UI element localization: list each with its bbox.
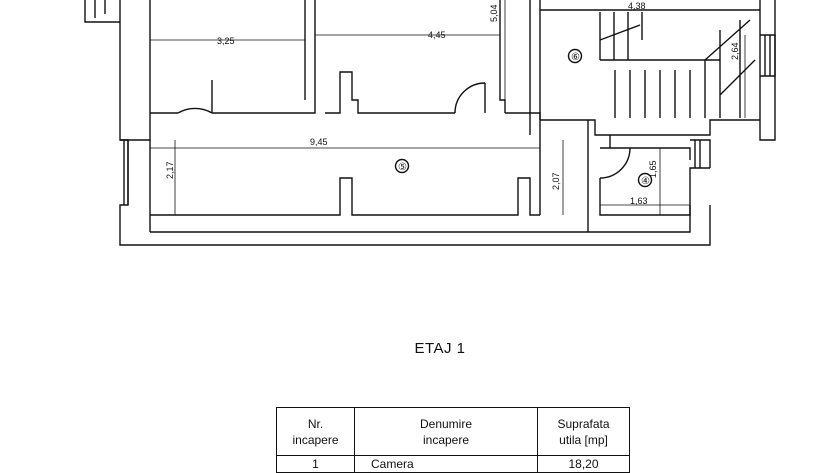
door-arc-3 [599,147,631,179]
floor-title: ETAJ 1 [414,340,466,357]
window-right [760,34,776,77]
room-wall-upper [499,0,541,135]
corridor-wall-top [150,71,541,120]
room-divider-1 [304,0,316,100]
room-4-number: ④ [641,176,650,187]
window-left [120,139,129,205]
dim-2-64: 2,64 [730,42,740,60]
room-4-circle [637,172,653,188]
corridor-wall-bottom [150,177,540,216]
room-5-circle [394,158,410,174]
dim-9-45: 9,45 [310,137,328,147]
header-nr: Nr.incapere [276,407,355,456]
corridor-right-wall [539,120,589,232]
dim-2-07: 2,07 [551,172,561,190]
cell-name: Camera [354,455,538,473]
dim-3-25: 3,25 [217,36,235,46]
window-top-left [84,0,120,23]
door-arc-2 [454,82,486,114]
stairs [599,12,756,118]
dim-1-65: 1,65 [648,160,658,178]
dim-1-63: 1,63 [630,196,648,206]
outer-wall-bottom [149,140,691,233]
dim-5-04: 5,04 [489,4,499,22]
room-5-number: ⑤ [398,162,407,173]
table-row: 1 Camera 18,20 [276,455,630,473]
dim-2-17: 2,17 [165,161,175,179]
outer-wall-left [119,0,711,246]
room-6-number: ⑥ [571,52,580,63]
dim-4-45: 4,45 [428,30,446,40]
dim-line-4-45 [314,31,501,39]
dim-line-9-45 [149,144,541,152]
window-small [690,139,711,168]
cell-nr: 1 [276,455,355,473]
cell-area: 18,20 [537,455,630,473]
dim-4-38: 4,38 [628,1,646,11]
door-arc-1 [177,80,213,114]
dim-line-3-25 [149,36,306,44]
room-6-circle [567,48,583,64]
